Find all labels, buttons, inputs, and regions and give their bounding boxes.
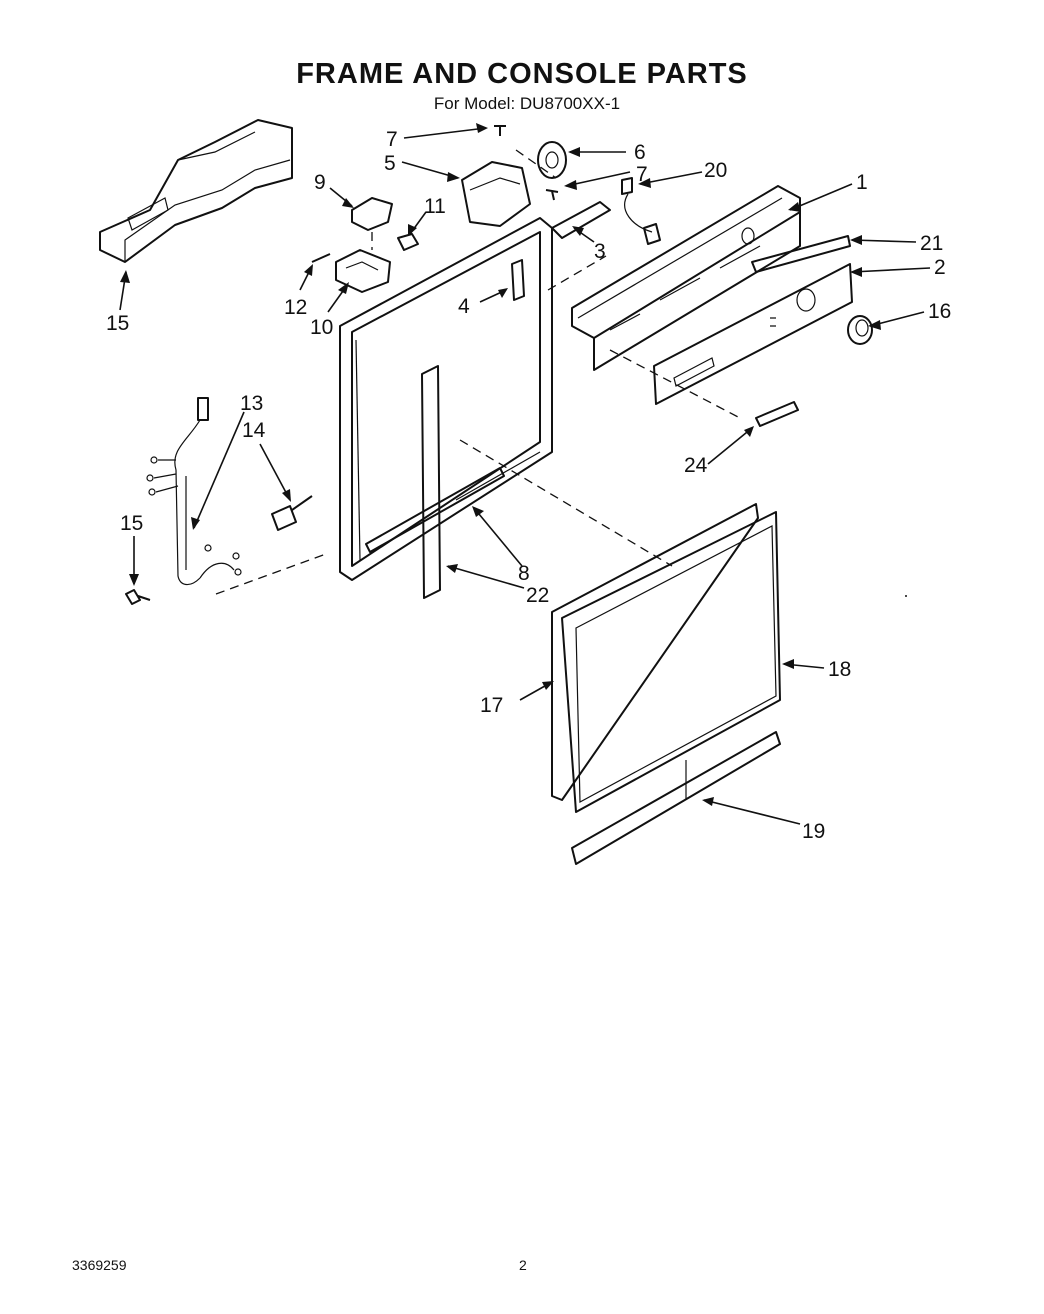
part-21-wire-harness	[621, 177, 661, 245]
callout-2: 2	[934, 256, 946, 279]
callout-22: 21	[920, 232, 943, 255]
page-number: 2	[519, 1257, 527, 1273]
page-title: FRAME AND CONSOLE PARTS	[296, 58, 748, 90]
callout-3: 3	[594, 240, 606, 263]
callout-19: 18	[828, 658, 851, 681]
callout-5: 5	[384, 152, 396, 175]
callout-7-top: 7	[386, 128, 398, 151]
callout-18: 17	[480, 694, 503, 717]
callout-8: 8	[518, 562, 530, 585]
part-15-screw	[125, 589, 151, 605]
callout-14: 14	[242, 419, 266, 442]
leader-lines	[119, 127, 931, 825]
callout-10: 10	[310, 316, 333, 339]
part-5-control-bracket	[461, 161, 531, 227]
part-1-console	[571, 185, 801, 371]
part-6-dial	[537, 141, 567, 179]
callout-4: 4	[458, 295, 470, 318]
part-17-knob	[847, 315, 873, 345]
part-13-wire-harness	[146, 397, 242, 586]
callout-labels: 7 5 6 7 20 1 21 2 16 3 4 9 11 12 10 15 1…	[106, 128, 951, 843]
model-subtitle: For Model: DU8700XX-1	[433, 94, 621, 113]
part-14-thermistor	[271, 495, 313, 531]
part-22-trim-strip	[751, 235, 851, 273]
callout-11: 11	[424, 195, 446, 218]
part-12-pin	[311, 253, 331, 263]
callout-17: 16	[928, 300, 951, 323]
part-8-bottom-channel	[365, 467, 505, 553]
registration-mark	[905, 595, 907, 597]
part-4-bracket	[511, 259, 525, 301]
part-16-cover-bracket	[99, 119, 293, 263]
part-10-holder	[335, 249, 391, 293]
document-number: 3369259	[72, 1257, 127, 1273]
callout-13: 13	[240, 392, 263, 415]
door-frame	[339, 217, 553, 581]
callout-21: 20	[704, 159, 727, 182]
part-23-side-trim	[421, 365, 441, 599]
arrowheads	[120, 123, 881, 806]
part-24-label	[755, 401, 799, 427]
alignment-lines	[215, 149, 741, 595]
part-9-switch-bracket	[351, 197, 393, 231]
part-3-hinge-bracket	[551, 201, 611, 239]
part-2-control-panel	[653, 263, 853, 405]
callout-20: 19	[802, 820, 825, 843]
part-19-door-panel-insert	[561, 511, 781, 813]
callout-24: 24	[684, 454, 708, 477]
part-20-bottom-trim	[571, 731, 781, 865]
callout-7-lower: 7	[636, 163, 648, 186]
callout-12: 12	[284, 296, 307, 319]
part-18-door-panel	[551, 503, 759, 801]
part-11-switch	[397, 233, 419, 251]
callout-16: 15	[106, 312, 129, 335]
part-7-screw-top	[494, 125, 506, 136]
callout-1: 1	[856, 171, 868, 194]
callout-23: 22	[526, 584, 549, 607]
part-7-screw-lower	[545, 189, 559, 201]
callout-15: 15	[120, 512, 143, 535]
callout-9: 9	[314, 171, 326, 194]
callout-6: 6	[634, 141, 646, 164]
